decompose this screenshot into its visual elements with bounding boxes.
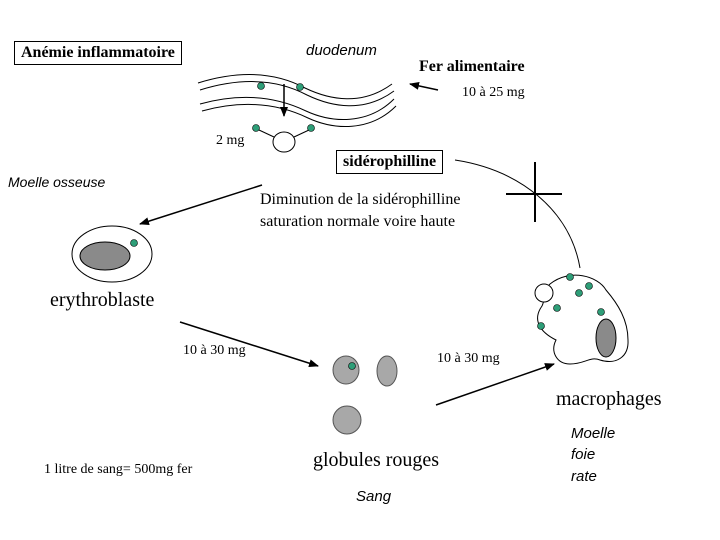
label-erythroblaste: erythroblaste — [50, 289, 155, 311]
macrophage-vacuole — [534, 283, 554, 303]
label-litre-sang: 1 litre de sang= 500mg fer — [44, 462, 193, 477]
red-blood-cell — [332, 355, 360, 385]
macrophage-nucleus — [595, 318, 617, 358]
duodenum-wall-top — [197, 73, 393, 100]
iron-dot — [296, 83, 304, 91]
carrier-bond — [258, 129, 275, 138]
label-foie: foie — [571, 446, 596, 463]
label-diminution-1: Diminution de la sidérophilline — [260, 191, 461, 208]
label-dose-2mg: 2 mg — [216, 133, 245, 148]
iron-dot — [257, 82, 265, 90]
label-dose-macro: 10 à 30 mg — [437, 351, 500, 366]
label-globules-rouges: globules rouges — [313, 449, 440, 471]
duodenum-wall-top-2 — [199, 80, 395, 107]
arrow-to-macrophages — [435, 363, 555, 406]
label-moelle: Moelle — [571, 425, 616, 442]
iron-dot — [130, 239, 138, 247]
arrow-fer-alimentaire — [409, 81, 439, 91]
label-duodenum: duodenum — [306, 42, 377, 59]
iron-dot — [566, 273, 574, 281]
iron-dot — [348, 362, 356, 370]
iron-dot — [575, 289, 583, 297]
iron-dot — [307, 124, 315, 132]
label-fer-alimentaire: Fer alimentaire — [419, 58, 525, 75]
arrow-to-moelle — [139, 184, 263, 226]
label-siderophilline: sidérophilline — [336, 150, 444, 174]
arrow-to-globules — [179, 321, 319, 368]
title-anemie: Anémie inflammatoire — [14, 41, 182, 65]
path-to-macrophages — [454, 159, 581, 269]
label-dose-alimentaire: 10 à 25 mg — [462, 85, 525, 100]
iron-dot — [553, 304, 561, 312]
red-blood-cell — [376, 355, 398, 387]
carrier-bond — [293, 129, 310, 138]
transferrin-carrier — [272, 131, 296, 153]
label-diminution-2: saturation normale voire haute — [260, 213, 456, 230]
iron-dot — [252, 124, 260, 132]
iron-dot — [537, 322, 545, 330]
iron-dot — [585, 282, 593, 290]
label-rate: rate — [571, 468, 597, 485]
label-dose-erythro: 10 à 30 mg — [183, 343, 246, 358]
duodenum-wall-bottom-2 — [201, 103, 397, 127]
label-macrophages: macrophages — [556, 388, 662, 410]
red-blood-cell — [332, 405, 362, 435]
iron-dot — [597, 308, 605, 316]
duodenum-wall-bottom — [199, 96, 395, 120]
erythroblast-nucleus — [79, 241, 131, 271]
label-moelle-osseuse: Moelle osseuse — [8, 174, 106, 190]
label-sang: Sang — [356, 488, 392, 505]
